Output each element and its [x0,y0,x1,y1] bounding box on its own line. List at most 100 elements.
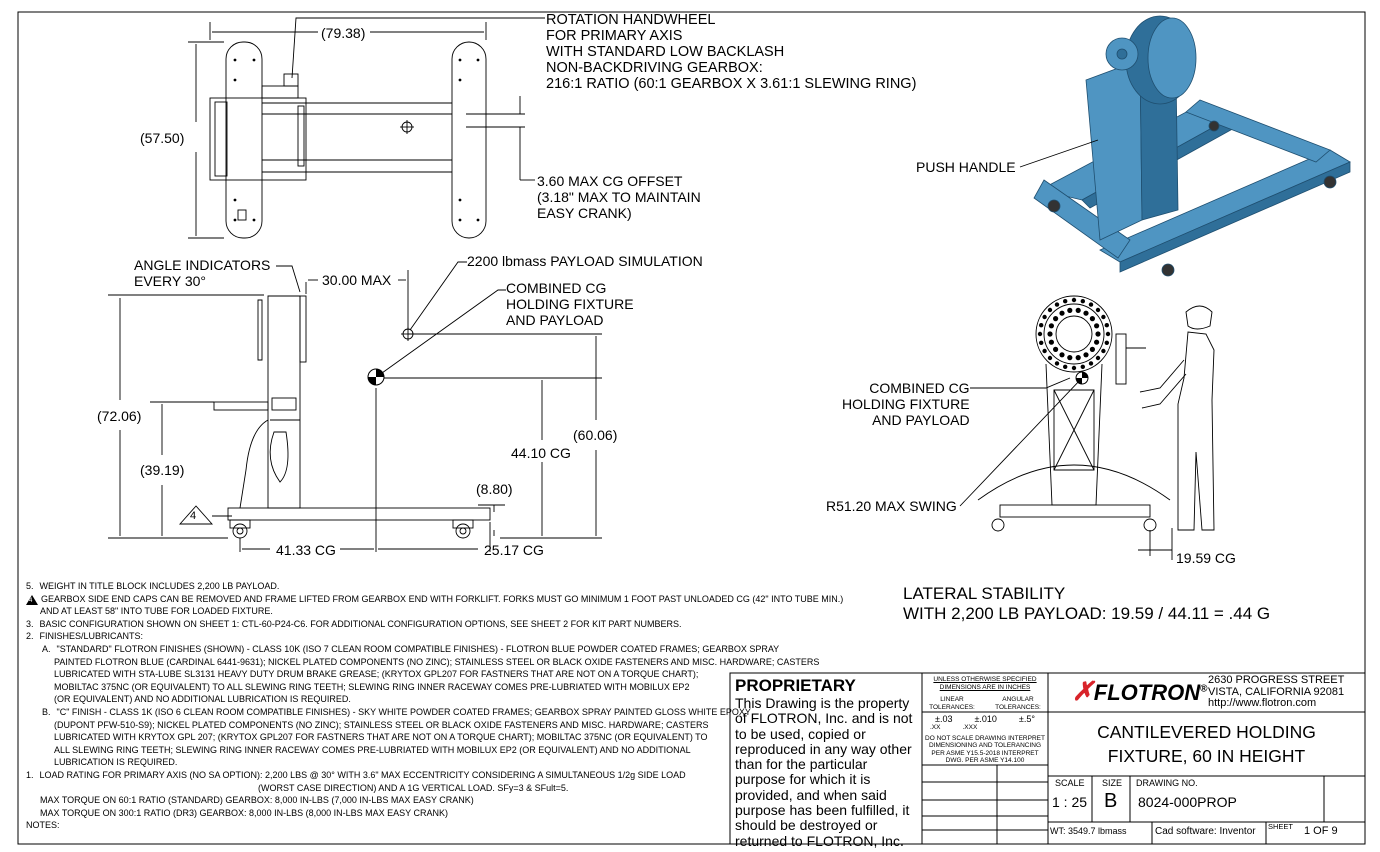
note-text: LUBRICATION IS REQUIRED. [54,757,178,768]
bolt-hole [1067,355,1073,361]
callout-line: FOR PRIMARY AXIS [546,28,683,44]
dim-cg-44: 44.10 CG [511,445,571,461]
note-line: NOTES: [26,819,843,832]
cad-software: Cad software: Inventor [1155,826,1256,837]
note-number: 5. [26,581,34,591]
callout-line: ROTATION HANDWHEEL [546,12,716,28]
drawing-no-label: DRAWING NO. [1136,778,1198,788]
logo-swoosh-icon: ✗ [1072,676,1094,706]
callout-line: COMBINED CG [869,380,970,396]
warning-triangle-number: 4 [190,510,197,522]
callout-line: EASY CRANK) [537,205,632,221]
combined-cg-symbol-side [367,368,385,386]
callout-line: (3.18" MAX TO MAINTAIN [537,189,701,205]
sheet-border [17,11,1366,845]
note-number: 2. [26,631,34,642]
unit-xx: .XX [930,724,941,731]
bolt-hole [1083,352,1089,358]
bolt-hole [1089,316,1095,322]
note-text: (OR EQUIVALENT) AND NO ADDITIONAL LUBRIC… [54,694,351,705]
callout-line: EVERY 30° [134,273,207,289]
callout-line: AND PAYLOAD [872,412,970,428]
bolt-hole [1075,307,1081,313]
callout-line: ANGLE INDICATORS [134,257,271,273]
company-website[interactable]: http://www.flotron.com [1208,697,1317,709]
dim-30-max: 30.00 MAX [322,272,392,288]
title-line: FIXTURE, 60 IN HEIGHT [1107,746,1306,766]
title-line: CANTILEVERED HOLDING [1097,722,1316,742]
callout-line: 216:1 RATIO (60:1 GEARBOX X 3.61:1 SLEWI… [546,76,917,92]
note-line: 2. FINISHES/LUBRICANTS: [26,630,843,643]
note-text: LUBRICATED WITH KRYTOX GPL 207; (KRYTOX … [54,732,708,743]
bolt-hole [1048,323,1054,329]
title-block-frame [729,672,1366,845]
tolerance-units: .XX .XXX [924,724,1046,732]
tol-xxx: ±.010 [974,714,997,724]
dim-cg-41: 41.33 CG [276,542,336,558]
dim-top-depth: (57.50) [140,130,185,146]
bolt-hole [1042,348,1047,354]
bolt-hole [1047,307,1053,313]
note-line: PAINTED FLOTRON BLUE (CARDINAL 6441-9631… [26,656,843,669]
note-text: FINISHES/LUBRICANTS: [39,631,144,642]
note-line: (WORST CASE DIRECTION) AND A 1G VERTICAL… [26,782,843,795]
bolt-hole [1088,361,1094,366]
callout-line: NON-BACKDRIVING GEARBOX: [546,60,763,76]
logo-registered: ® [1200,683,1208,695]
dim-height-39: (39.19) [140,462,185,478]
isometric-fixture-render [1033,15,1351,277]
scale-value: 1 : 25 [1052,794,1088,810]
callout-line: HOLDING FIXTURE [842,396,970,412]
bolt-hole [1053,346,1059,352]
dim-caster-8: (8.80) [476,481,513,497]
rotation-handwheel-callout: ROTATION HANDWHEEL FOR PRIMARY AXIS WITH… [546,12,916,92]
bolt-hole [1067,307,1073,313]
callout-line: COMBINED CG [506,280,607,296]
note-line: B. "C" FINISH - CLASS 1K (ISO 6 CLEAN ROO… [26,706,843,719]
note-line: 3.BASIC CONFIGURATION SHOWN ON SHEET 1: … [26,618,843,631]
scale-label: SCALE [1055,778,1085,788]
bolt-hole [1042,314,1047,320]
callout-line: WITH STANDARD LOW BACKLASH [546,44,785,60]
note-text: LOAD RATING FOR PRIMARY AXIS (NO SA OPTI… [39,769,686,780]
note-text: "C" FINISH - CLASS 1K (ISO 6 CLEAN ROOM … [56,706,751,717]
bolt-hole [1053,316,1059,322]
bolt-hole [1083,310,1089,316]
dim-cg-25: 25.17 CG [484,542,544,558]
callout-line: 3.60 MAX CG OFFSET [537,173,683,189]
bolt-hole [1101,348,1106,354]
front-view [959,295,1215,560]
bolt-hole [1063,364,1068,369]
bolt-hole [1039,340,1044,345]
drawing-title: CANTILEVERED HOLDING FIXTURE, 60 IN HEIG… [1048,720,1365,768]
note-number: 1. [26,769,34,780]
callout-line: AND PAYLOAD [506,312,604,328]
note-text: AND AT LEAST 58" INTO TUBE FOR LOADED FI… [40,606,273,617]
bolt-hole [1080,299,1086,304]
bolt-hole [1047,331,1053,337]
stability-formula: WITH 2,200 LB PAYLOAD: 19.59 / 44.11 = .… [903,604,1271,623]
note-line: 1. LOAD RATING FOR PRIMARY AXIS (NO SA OP… [26,769,843,782]
note-line: ALL SLEWING RING TEETH; SLEWING RING INN… [26,744,843,757]
top-view [188,17,545,239]
note-line: MOBILTAC 375NC (OR EQUIVALENT) TO ALL SL… [26,681,843,694]
flotron-logo: ✗FLOTRON® [1072,676,1208,707]
payload-simulation-label: 2200 lbmass PAYLOAD SIMULATION [467,253,703,269]
tol-angular: ±.5° [1018,714,1035,724]
combined-cg-front-callout: COMBINED CG HOLDING FIXTURE AND PAYLOAD [842,380,970,428]
note-number: B. [42,706,51,717]
proprietary-title: PROPRIETARY [735,676,856,695]
bolt-hole [1089,346,1095,352]
drawing-notes: 5.WEIGHT IN TITLE BLOCK INCLUDES 2,200 L… [26,580,843,832]
angular-label: ANGULAR TOLERANCES: [995,696,1041,711]
note-text: LUBRICATED WITH STA-LUBE SL3131 HEAVY DU… [54,669,699,680]
bolt-hole [1080,364,1086,369]
warning-note-number: 4 [26,594,38,605]
bolt-hole [1054,302,1060,307]
address-street: 2630 PROGRESS STREET [1208,674,1345,686]
tolerance-values: ±.03 ±.010 ±.5° [924,714,1046,724]
bolt-hole [1037,331,1043,337]
bolt-hole [1063,299,1068,304]
